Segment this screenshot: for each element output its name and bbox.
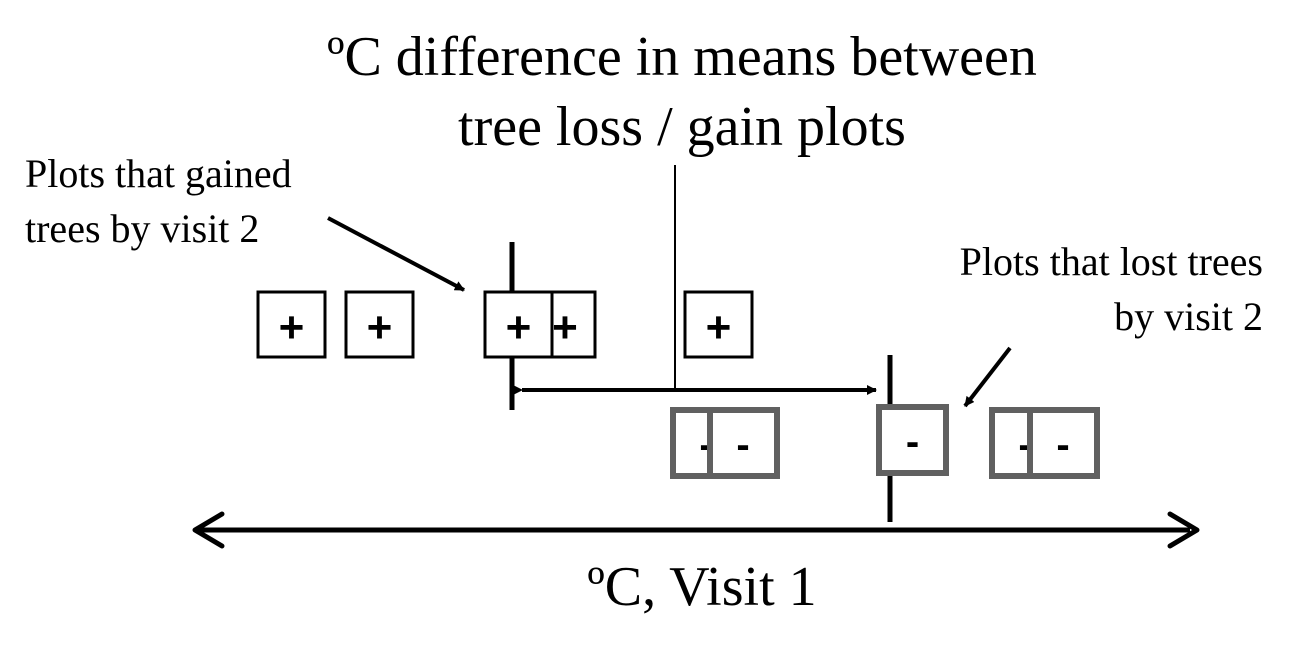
gained-pointer-arrow: [327, 216, 465, 292]
gained-label-line-1: Plots that gained: [25, 151, 292, 196]
axis-label: ºC, Visit 1: [587, 556, 816, 618]
loss-symbol: -: [1056, 423, 1069, 467]
gain-plot-marker-3: +: [483, 290, 554, 359]
axis-left-arrowhead: [192, 511, 225, 549]
gain-symbol: +: [506, 303, 532, 352]
title-line-2: tree loss / gain plots: [458, 96, 906, 158]
loss-symbol: -: [736, 423, 749, 467]
title-line-1: ºC difference in means between: [327, 26, 1037, 88]
gain-symbol: +: [552, 303, 578, 352]
gain-symbol: +: [706, 303, 732, 352]
loss-symbol: -: [906, 420, 919, 464]
loss-plot-marker-5: -: [1027, 407, 1100, 479]
loss-plot-marker-3: -: [876, 404, 949, 476]
lost-label-line-2: by visit 2: [1114, 294, 1263, 339]
loss-plot-marker-2: -: [707, 407, 780, 479]
gain-plot-marker-1: +: [256, 290, 327, 359]
lost-label-line-1: Plots that lost trees: [960, 239, 1263, 284]
gain-symbol: +: [279, 303, 305, 352]
gain-symbol: +: [367, 303, 393, 352]
gain-plot-marker-5: +: [683, 290, 754, 359]
axis-right-arrowhead: [1167, 511, 1200, 549]
lost-pointer-arrow: [963, 346, 1012, 408]
gain-plot-marker-2: +: [344, 290, 415, 359]
gained-label-line-2: trees by visit 2: [25, 206, 259, 251]
